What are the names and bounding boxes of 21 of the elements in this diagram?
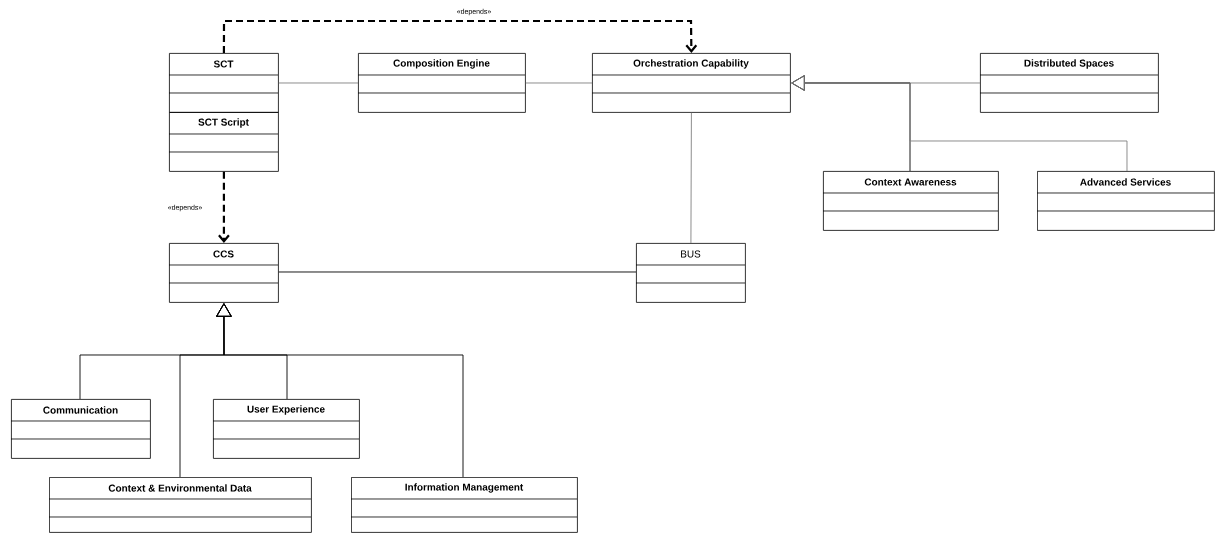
class-box: SCT Script (168, 112, 279, 172)
class-box: Distributed Spaces (979, 53, 1159, 113)
association-line (278, 82, 359, 84)
class-box: CCS (168, 243, 279, 303)
association-line (525, 82, 593, 84)
dependency-arrow (218, 171, 230, 243)
dependency-arrow (222, 19, 698, 53)
class-box: Information Management (350, 477, 578, 533)
class-box: SCT (168, 53, 279, 113)
class-box: Context & Environmental Data (48, 477, 312, 533)
class-box: Composition Engine (357, 53, 526, 113)
class-box: Communication (10, 399, 151, 459)
association-line (278, 271, 637, 273)
class-box: BUS (635, 243, 746, 303)
class-box: Orchestration Capability (591, 53, 791, 113)
class-box: User Experience (212, 399, 360, 459)
association-line (690, 112, 692, 244)
generalization-arrow (216, 303, 464, 478)
generalization-arrow (791, 75, 1128, 172)
class-box: Advanced Services (1036, 171, 1215, 231)
class-box: Context Awareness (822, 171, 999, 231)
